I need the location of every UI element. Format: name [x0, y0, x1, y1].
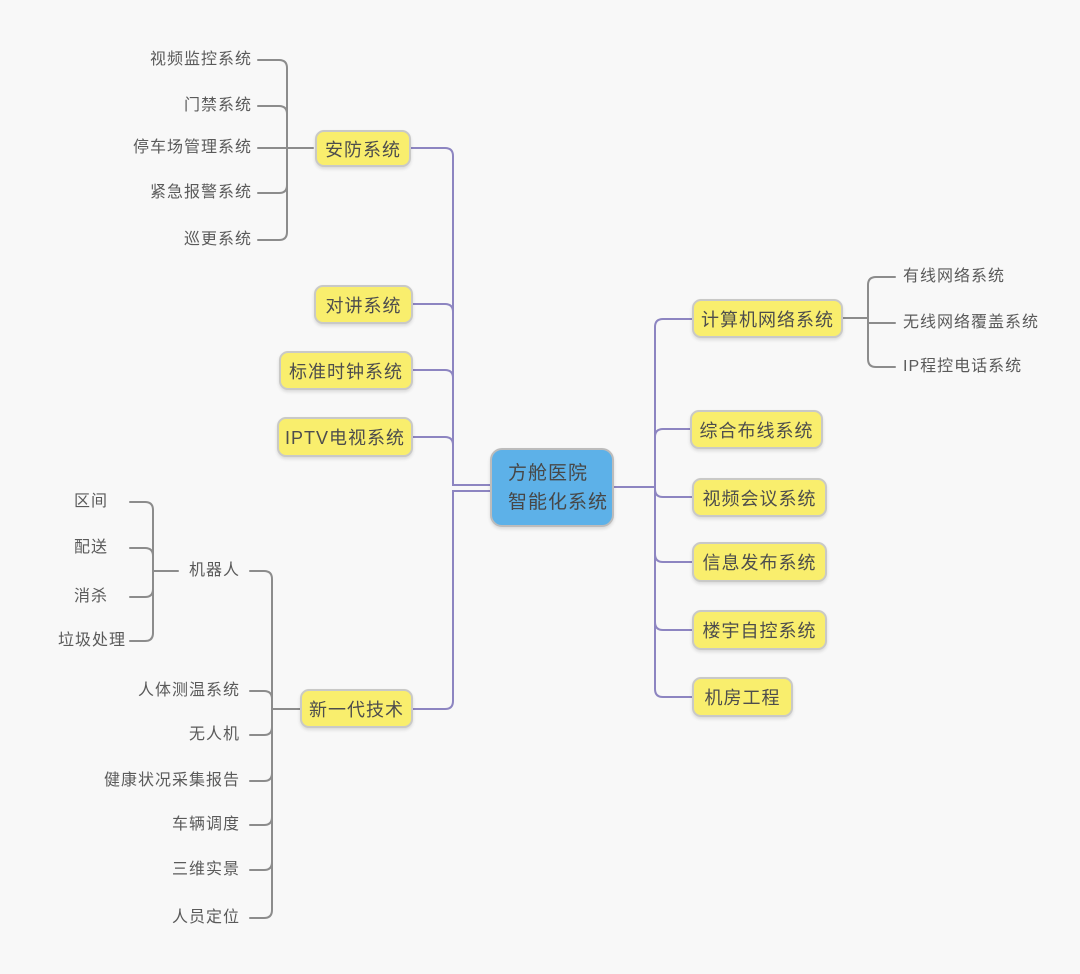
topic-iptv-system[interactable]: IPTV电视系统: [277, 417, 413, 457]
topic-standard-clock-system[interactable]: 标准时钟系统: [279, 351, 413, 390]
connector-info-release: [654, 553, 693, 563]
leaf-video-surveillance-system[interactable]: 视频监控系统: [149, 51, 252, 68]
topic-integrated-cabling-system[interactable]: 综合布线系统: [690, 410, 823, 449]
leaf-parking-management-system[interactable]: 停车场管理系统: [132, 139, 252, 156]
bracket-newtech-vehicle-dispatch: [249, 708, 273, 826]
bracket-newtech-body-temp: [249, 690, 273, 710]
bracket-security-video-surveillance: [257, 59, 288, 149]
leaf-disinfection[interactable]: 消杀: [73, 588, 108, 605]
connector-intercom: [412, 303, 454, 313]
leaf-wireless-network-coverage[interactable]: 无线网络覆盖系统: [903, 314, 1040, 331]
leaf-delivery[interactable]: 配送: [73, 539, 108, 556]
root-topic-line2: 智能化系统: [508, 491, 609, 513]
bracket-newtech-personnel: [249, 708, 273, 919]
connector-right-trunk-upper-network: [612, 318, 693, 488]
connector-video-conference: [654, 488, 693, 498]
leaf-health-status-report[interactable]: 健康状况采集报告: [103, 772, 240, 789]
bracket-newtech-drone: [249, 708, 273, 736]
bracket-robot-zone: [129, 501, 154, 572]
topic-intercom-system[interactable]: 对讲系统: [314, 285, 413, 324]
leaf-emergency-alarm-system[interactable]: 紧急报警系统: [149, 184, 252, 201]
leaf-body-temperature-system[interactable]: 人体测温系统: [137, 682, 240, 699]
connector-right-trunk-lower-machine-room: [612, 486, 693, 698]
leaf-access-control-system[interactable]: 门禁系统: [183, 97, 252, 114]
leaf-patrol-system[interactable]: 巡更系统: [183, 231, 252, 248]
bracket-security-emergency-alarm: [257, 147, 288, 194]
connector-cabling: [654, 428, 693, 438]
leaf-drone[interactable]: 无人机: [188, 726, 240, 743]
topic-building-automation-system[interactable]: 楼宇自控系统: [692, 610, 827, 650]
leaf-wired-network-system[interactable]: 有线网络系统: [903, 268, 1006, 285]
topic-security-system[interactable]: 安防系统: [315, 130, 411, 167]
connector-iptv: [412, 436, 454, 446]
topic-new-generation-tech[interactable]: 新一代技术: [300, 689, 413, 728]
topic-information-release-system[interactable]: 信息发布系统: [692, 542, 827, 582]
leaf-3d-real-scene[interactable]: 三维实景: [171, 861, 240, 878]
leaf-garbage-disposal[interactable]: 垃圾处理: [57, 632, 126, 649]
connector-left-trunk-upper-security: [410, 147, 491, 486]
leaf-ip-telephone-system[interactable]: IP程控电话系统: [903, 358, 1023, 375]
leaf-vehicle-dispatch[interactable]: 车辆调度: [171, 816, 240, 833]
leaf-zone[interactable]: 区间: [73, 493, 108, 510]
bracket-network-wired: [867, 276, 896, 319]
bracket-robot-garbage: [129, 570, 154, 642]
bracket-robot-delivery: [129, 547, 154, 572]
topic-video-conference-system[interactable]: 视频会议系统: [692, 478, 827, 517]
bracket-robot-disinfection: [129, 570, 154, 598]
bracket-security-patrol: [257, 147, 288, 241]
bracket-newtech-robot: [249, 570, 273, 710]
bracket-security-access-control: [257, 105, 288, 149]
root-topic[interactable]: 方舱医院 智能化系统: [490, 448, 614, 527]
leaf-personnel-positioning[interactable]: 人员定位: [171, 909, 240, 926]
root-topic-line1: 方舱医院: [508, 462, 589, 484]
bracket-network-ip-phone: [867, 317, 896, 368]
bracket-newtech-health-report: [249, 708, 273, 782]
connector-left-trunk-lower-newtech: [412, 490, 491, 710]
leaf-robot[interactable]: 机器人: [188, 562, 240, 579]
topic-machine-room-engineering[interactable]: 机房工程: [692, 677, 793, 717]
connector-clock: [412, 369, 454, 379]
topic-computer-network-system[interactable]: 计算机网络系统: [692, 299, 843, 338]
connector-building-automation: [654, 621, 693, 631]
